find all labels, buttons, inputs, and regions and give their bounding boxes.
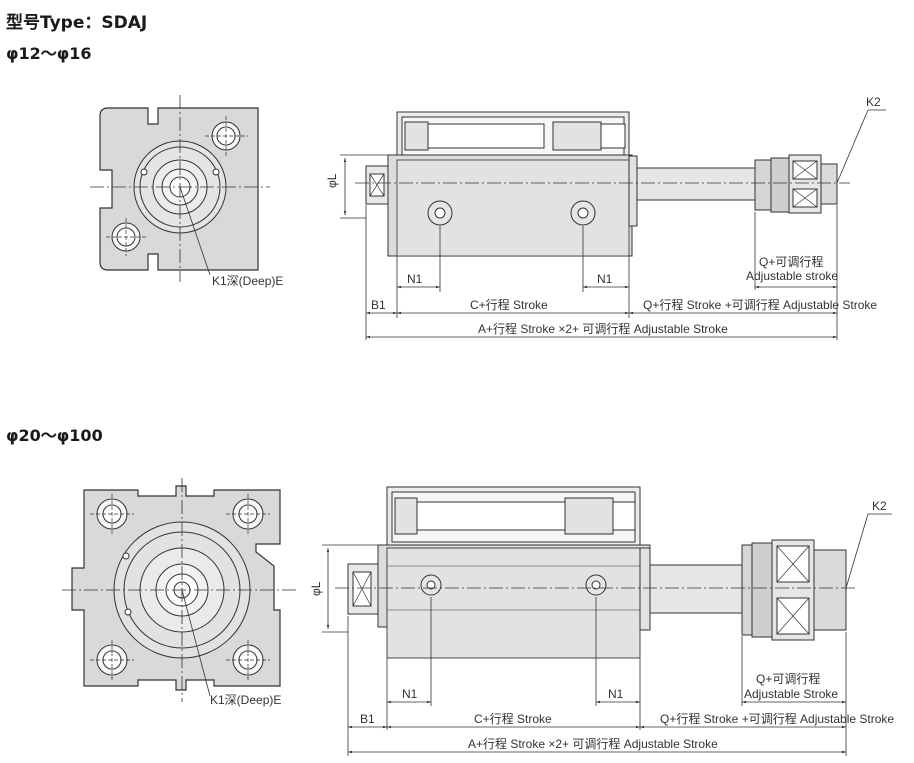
q-stroke-label-small: Q+行程 Stroke +可调行程 Adjustable Stroke <box>643 297 877 312</box>
n1-left-label-large: N1 <box>402 687 418 701</box>
q-adjustable-label-1-large: Q+可调行程 <box>756 671 820 686</box>
side-view-large <box>335 486 858 659</box>
size-range-large: φ20～φ100 <box>6 426 103 445</box>
q-adjustable-label-2-small: Adjustable stroke <box>746 269 838 283</box>
n1-right-label-large: N1 <box>608 687 624 701</box>
a-stroke-label-large: A+行程 Stroke ×2+ 可调行程 Adjustable Stroke <box>468 736 718 751</box>
c-stroke-label-large: C+行程 Stroke <box>474 711 552 726</box>
b1-label-small: B1 <box>371 298 386 312</box>
k1-label-large: K1深(Deep)E <box>210 693 281 707</box>
n1-right-label-small: N1 <box>597 272 613 286</box>
q-stroke-label-large: Q+行程 Stroke +可调行程 Adjustable Stroke <box>660 711 894 726</box>
n1-left-label-small: N1 <box>407 272 423 286</box>
q-adjustable-label-1-small: Q+可调行程 <box>759 254 823 269</box>
a-stroke-label-small: A+行程 Stroke ×2+ 可调行程 Adjustable Stroke <box>478 321 728 336</box>
k2-label-small: K2 <box>866 95 881 109</box>
q-adjustable-label-2-large: Adjustable Stroke <box>744 687 838 701</box>
phi-l-label-small: φL <box>325 173 339 188</box>
k1-label-small: K1深(Deep)E <box>212 274 283 288</box>
c-stroke-label-small: C+行程 Stroke <box>470 297 548 312</box>
page-title: 型号Type：SDAJ <box>6 13 148 33</box>
side-view-small <box>355 111 850 257</box>
k2-label-large: K2 <box>872 499 887 513</box>
phi-l-label-large: φL <box>309 581 323 596</box>
size-range-small: φ12～φ16 <box>6 44 92 63</box>
dimensions-small <box>340 109 886 340</box>
front-view-large <box>62 478 298 702</box>
dimensions-large <box>322 513 892 756</box>
front-view-small <box>90 95 270 282</box>
b1-label-large: B1 <box>360 712 375 726</box>
